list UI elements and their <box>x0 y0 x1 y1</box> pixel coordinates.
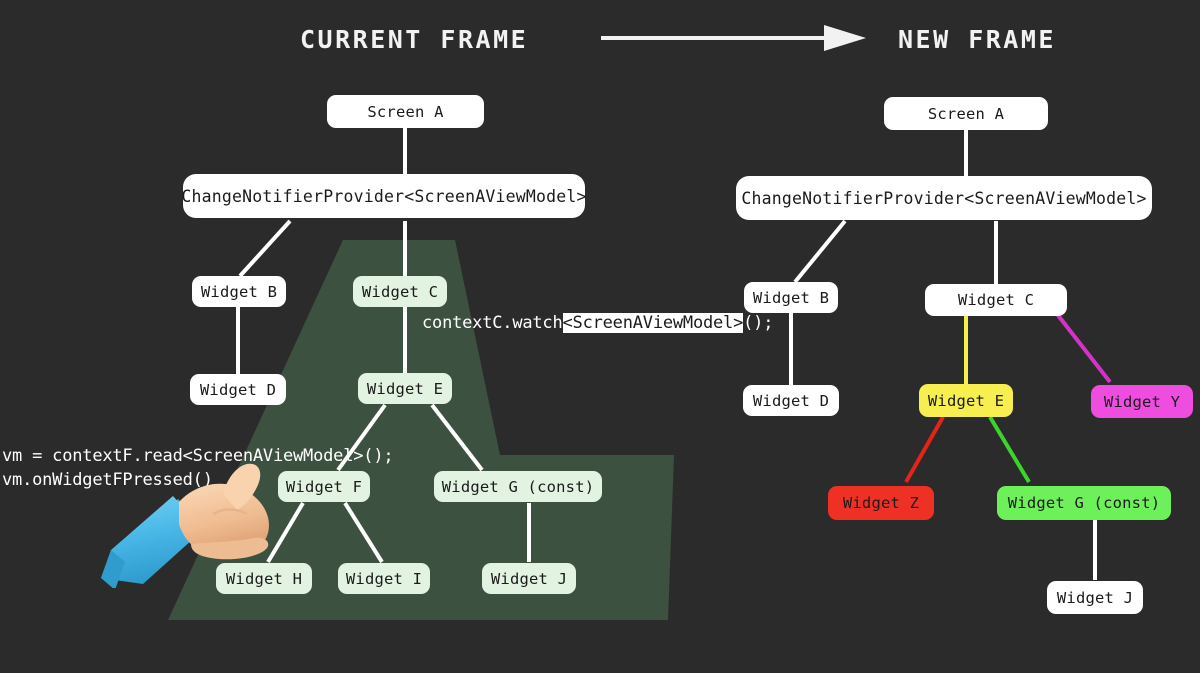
node-widget-e-new[interactable]: Widget E <box>919 384 1013 417</box>
node-widget-c-new[interactable]: Widget C <box>925 284 1067 316</box>
edge-widgete-widgetg <box>430 403 484 472</box>
node-provider-current[interactable]: ChangeNotifierProvider<ScreenAViewModel> <box>181 174 586 218</box>
node-widget-z-new[interactable]: Widget Z <box>828 486 934 520</box>
node-screen-a-new[interactable]: Screen A <box>884 97 1048 130</box>
read-code-annotation-line1: vm = contextF.read<ScreenAViewModel>(); <box>2 446 394 466</box>
node-widget-j-new[interactable]: Widget J <box>1047 581 1143 614</box>
node-widget-f-current[interactable]: Widget F <box>278 471 370 502</box>
node-widget-c-current[interactable]: Widget C <box>353 276 447 307</box>
edge-widgete-widgetz-new <box>904 416 945 483</box>
node-widget-d-current[interactable]: Widget D <box>190 374 286 405</box>
node-widget-e-current[interactable]: Widget E <box>358 373 452 404</box>
watch-code-generic: <ScreenAViewModel> <box>562 313 744 333</box>
watch-code-prefix: contextC.watch <box>422 313 563 333</box>
read-code-prefix: vm = contextF.read <box>2 446 183 466</box>
new-frame-title: NEW FRAME <box>898 25 1056 54</box>
edge-widgetc-widgety-new <box>1055 312 1112 384</box>
node-screen-a-current[interactable]: Screen A <box>327 95 484 128</box>
node-widget-b-new[interactable]: Widget B <box>744 282 838 313</box>
edge-provider-widgetb <box>238 219 292 278</box>
node-widget-b-current[interactable]: Widget B <box>192 276 286 307</box>
current-frame-title: CURRENT FRAME <box>300 25 529 54</box>
node-widget-j-current[interactable]: Widget J <box>482 563 576 594</box>
edge-widgetf-widgeth <box>266 501 305 564</box>
edge-widgete-widgetg-new <box>988 415 1031 484</box>
edge-provider-widgetb-new <box>793 219 847 284</box>
arrow-right-icon <box>601 25 866 51</box>
watch-code-annotation: contextC.watch<ScreenAViewModel>(); <box>422 313 773 333</box>
node-widget-d-new[interactable]: Widget D <box>743 385 839 416</box>
read-code-suffix: (); <box>363 446 394 466</box>
node-provider-new[interactable]: ChangeNotifierProvider<ScreenAViewModel> <box>736 176 1152 220</box>
edge-widgetf-widgeti <box>343 501 384 564</box>
read-code-annotation-line2: vm.onWidgetFPressed() <box>2 470 213 490</box>
node-widget-h-current[interactable]: Widget H <box>216 563 312 594</box>
node-widget-y-new[interactable]: Widget Y <box>1091 385 1193 418</box>
node-widget-g-new[interactable]: Widget G (const) <box>997 486 1171 520</box>
node-widget-i-current[interactable]: Widget I <box>338 563 430 594</box>
read-code-generic: <ScreenAViewModel> <box>182 446 364 466</box>
watch-code-suffix: (); <box>743 313 774 333</box>
node-widget-g-current[interactable]: Widget G (const) <box>434 471 602 502</box>
